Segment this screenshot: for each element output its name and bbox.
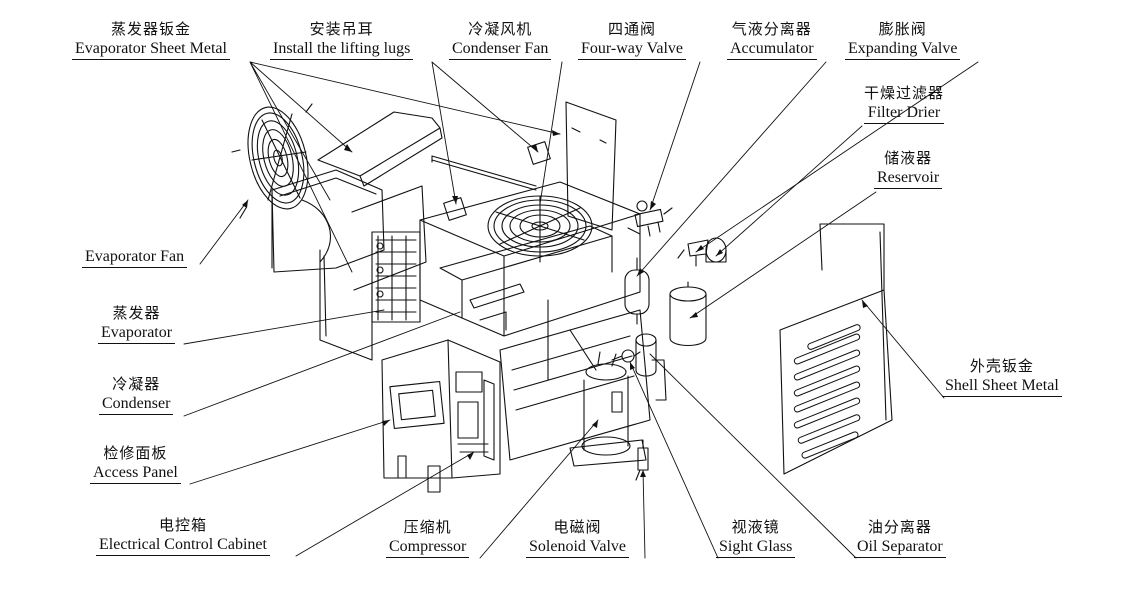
leader-sight-glass (629, 361, 719, 559)
evaporator-coil (371, 231, 421, 323)
label-condenser: 冷凝器 Condenser (99, 375, 174, 415)
label-zh: 蒸发器 (112, 304, 161, 322)
oil-separator (635, 333, 667, 401)
leader-lifting-lugs (431, 61, 539, 205)
label-zh: 干燥过滤器 (864, 84, 945, 102)
accumulator (624, 257, 650, 325)
label-en: Condenser (99, 395, 174, 415)
leader-lines (183, 61, 979, 559)
label-zh: 外壳钣金 (969, 357, 1034, 375)
leader-solenoid-valve (642, 469, 646, 559)
label-access-panel: 检修面板 Access Panel (90, 444, 181, 484)
label-en: Accumulator (727, 40, 817, 60)
label-zh: 储液器 (884, 149, 933, 167)
label-zh: 安装吊耳 (309, 20, 374, 38)
label-en: Evaporator (98, 324, 176, 344)
label-compressor: 压缩机 Compressor (386, 518, 470, 558)
label-zh: 压缩机 (403, 518, 452, 536)
label-shell-sheet-metal: 外壳钣金 Shell Sheet Metal (942, 357, 1062, 397)
label-zh: 油分离器 (867, 518, 932, 536)
label-en: Filter Drier (864, 104, 945, 124)
label-en: Four-way Valve (578, 40, 687, 60)
leader-expanding-valve (695, 61, 979, 253)
leader-oil-separator (649, 353, 857, 559)
evaporator-sheet-metal (271, 111, 443, 361)
label-electrical-control-cabinet: 电控箱 Electrical Control Cabinet (96, 516, 270, 556)
leader-evaporator-sheet-metal (249, 61, 561, 273)
label-zh: 膨胀阀 (878, 20, 927, 38)
back-panel (565, 101, 617, 231)
leader-arrowheads (242, 130, 868, 477)
label-sight-glass: 视液镜 Sight Glass (716, 518, 796, 558)
leader-electrical-control-cabinet (295, 451, 475, 557)
label-zh: 电控箱 (158, 516, 207, 534)
label-en: Evaporator Sheet Metal (72, 40, 230, 60)
condenser-fan (487, 195, 593, 263)
leader-compressor (479, 419, 599, 559)
four-way-valve (627, 200, 673, 237)
reservoir (669, 281, 707, 347)
leader-filter-drier (715, 125, 863, 257)
leader-reservoir (689, 191, 877, 319)
leader-access-panel (189, 419, 391, 485)
label-en: Install the lifting lugs (270, 40, 414, 60)
label-zh: 检修面板 (103, 444, 168, 462)
label-evaporator: 蒸发器 Evaporator (98, 304, 176, 344)
leader-shell-sheet-metal (861, 299, 945, 399)
label-en: Compressor (386, 538, 470, 558)
label-zh: 视液镜 (731, 518, 780, 536)
label-zh: 冷凝风机 (468, 20, 533, 38)
label-en: Condenser Fan (449, 40, 552, 60)
label-en: Access Panel (90, 464, 181, 484)
leader-condenser-fan (539, 61, 563, 205)
label-zh: 冷凝器 (112, 375, 161, 393)
label-accumulator: 气液分离器 Accumulator (727, 20, 817, 60)
label-en: Oil Separator (854, 538, 946, 558)
label-en: Shell Sheet Metal (942, 377, 1062, 397)
leader-four-way-valve (649, 61, 701, 211)
label-en: Evaporator Fan (82, 248, 188, 268)
label-expanding-valve: 膨胀阀 Expanding Valve (845, 20, 961, 60)
evaporator-fan (231, 103, 313, 219)
access-panel-assembly (381, 339, 501, 493)
label-en: Solenoid Valve (526, 538, 630, 558)
label-zh: 气液分离器 (731, 20, 812, 38)
label-condenser-fan: 冷凝风机 Condenser Fan (449, 20, 552, 60)
leader-evaporator-fan (199, 199, 249, 265)
label-zh: 四通阀 (608, 20, 657, 38)
label-evaporator-fan: Evaporator Fan (82, 246, 188, 268)
label-en: Reservoir (874, 169, 943, 189)
label-en: Electrical Control Cabinet (96, 536, 270, 556)
label-four-way-valve: 四通阀 Four-way Valve (578, 20, 687, 60)
leader-condenser (183, 311, 461, 417)
label-filter-drier: 干燥过滤器 Filter Drier (864, 84, 945, 124)
label-lifting-lugs: 安装吊耳 Install the lifting lugs (270, 20, 414, 60)
label-reservoir: 储液器 Reservoir (874, 149, 943, 189)
label-en: Expanding Valve (845, 40, 961, 60)
label-zh: 蒸发器钣金 (110, 20, 191, 38)
label-oil-separator: 油分离器 Oil Separator (854, 518, 946, 558)
leader-accumulator (636, 61, 827, 277)
expanding-valve (677, 239, 709, 267)
label-solenoid-valve: 电磁阀 Solenoid Valve (526, 518, 630, 558)
compressor (569, 351, 647, 467)
label-en: Sight Glass (716, 538, 796, 558)
label-zh: 电磁阀 (553, 518, 602, 536)
shell-vent-slots (793, 324, 861, 459)
leader-evaporator (183, 309, 385, 345)
shell-sheet-metal (779, 223, 893, 475)
label-evaporator-sheet-metal: 蒸发器钣金 Evaporator Sheet Metal (72, 20, 230, 60)
